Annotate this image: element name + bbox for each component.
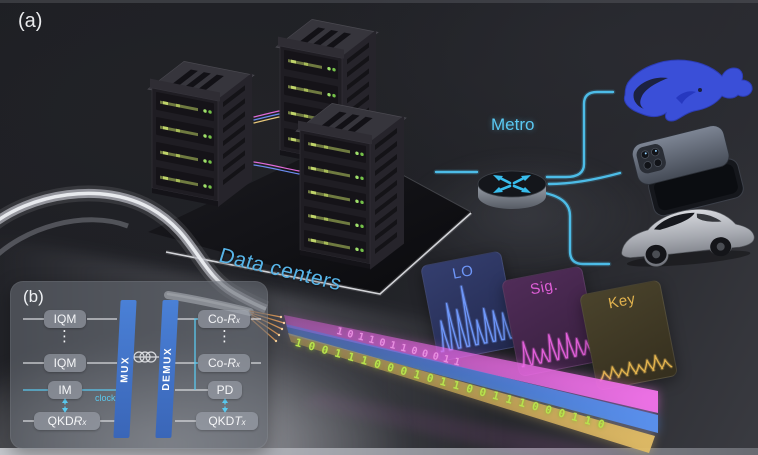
router-to-phone-line bbox=[547, 171, 622, 186]
inset-wiring bbox=[23, 318, 261, 422]
router-to-whale-line bbox=[545, 90, 615, 179]
metro-link-lines bbox=[433, 89, 623, 267]
router-arrows-icon bbox=[498, 176, 526, 192]
ellipsis-right: ⋮ bbox=[217, 328, 232, 345]
inset-box-iqm-2: IQM bbox=[44, 354, 86, 372]
key-spectrum-plot bbox=[599, 353, 673, 383]
router-to-car-line bbox=[543, 191, 611, 266]
server-rack bbox=[147, 61, 255, 208]
inter-rack-links bbox=[253, 110, 300, 175]
metro-label: Metro bbox=[491, 115, 535, 134]
clock-sync-arrow-left bbox=[62, 398, 68, 413]
inset-box-pd: PD bbox=[208, 381, 242, 399]
inset-box-im: IM bbox=[48, 381, 82, 399]
top-edge-highlight bbox=[0, 0, 758, 3]
ellipsis-left: ⋮ bbox=[57, 328, 72, 345]
clock-sync-arrow-right bbox=[222, 398, 228, 413]
inset-panel-b: (b) bbox=[10, 281, 268, 449]
clock-distribution-lines bbox=[23, 318, 198, 391]
whale-logo-icon bbox=[623, 59, 753, 122]
smartphone-icon bbox=[631, 125, 744, 217]
fiber-coil-icon bbox=[133, 351, 157, 363]
inset-box-iqm-1: IQM bbox=[44, 310, 86, 328]
panel-b-label: (b) bbox=[23, 287, 44, 306]
car-icon bbox=[621, 208, 755, 267]
panel-a-label: (a) bbox=[18, 10, 43, 32]
data-center-racks bbox=[147, 19, 407, 270]
router-icon bbox=[477, 170, 547, 209]
clock-label: clock bbox=[95, 393, 116, 403]
server-rack bbox=[295, 103, 407, 270]
